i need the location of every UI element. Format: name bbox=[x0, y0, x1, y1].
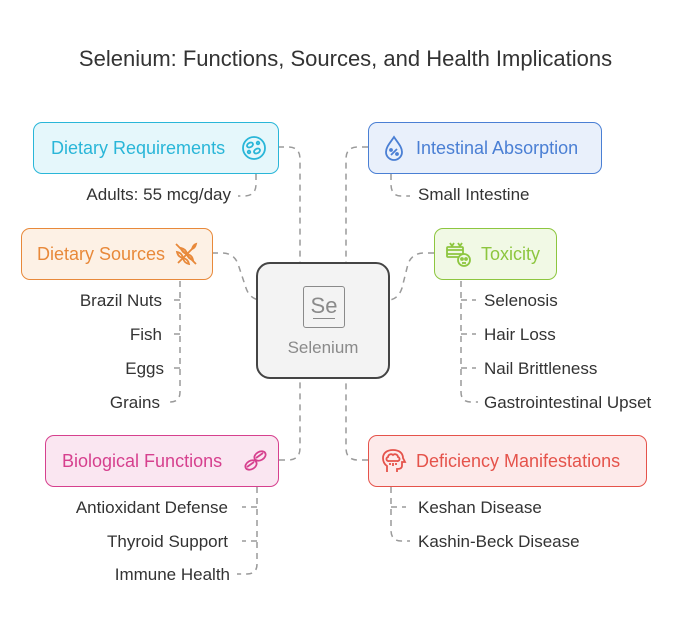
node-label: Deficiency Manifestations bbox=[416, 450, 621, 471]
leaf-nail-brittleness: Nail Brittleness bbox=[484, 359, 598, 378]
leaf-thyroid-support: Thyroid Support bbox=[107, 532, 228, 551]
dietary-sources-node: Dietary Sources bbox=[21, 228, 213, 280]
percent-drop-icon bbox=[385, 135, 403, 161]
dietary-requirements-node: Dietary Requirements bbox=[33, 122, 279, 174]
head-rain-icon bbox=[382, 449, 407, 472]
no-wheat-icon bbox=[175, 242, 198, 266]
leaf-kashin-beck-disease: Kashin-Beck Disease bbox=[418, 532, 580, 551]
pills-icon bbox=[244, 450, 267, 471]
leaf-grains: Grains bbox=[109, 393, 160, 412]
leaf-eggs: Eggs bbox=[125, 359, 164, 378]
node-label: Dietary Requirements bbox=[51, 137, 226, 158]
leaf-small-intestine: Small Intestine bbox=[418, 185, 530, 204]
node-label: Toxicity bbox=[481, 243, 541, 264]
biological-functions-node: Biological Functions bbox=[45, 435, 279, 487]
leaf-fish: Fish bbox=[129, 325, 162, 344]
toxicity-node: Toxicity bbox=[434, 228, 557, 280]
leaf-antioxidant-defense: Antioxidant Defense bbox=[75, 498, 228, 517]
node-label: Intestinal Absorption bbox=[416, 137, 579, 158]
diagram-title: Selenium: Functions, Sources, and Health… bbox=[78, 46, 613, 71]
central-topic-label: Selenium bbox=[287, 338, 359, 357]
leaf-brazil-nuts: Brazil Nuts bbox=[79, 291, 162, 310]
leaf-immune-health: Immune Health bbox=[114, 565, 230, 584]
toxic-icon bbox=[446, 242, 471, 267]
central-topic-selenium: Se Selenium bbox=[256, 262, 390, 379]
leaf-selenosis: Selenosis bbox=[484, 291, 558, 310]
element-symbol: Se bbox=[303, 286, 345, 328]
leaf-gastrointestinal-upset: Gastrointestinal Upset bbox=[484, 393, 652, 412]
leaf-adults-requirement: Adults: 55 mcg/day bbox=[86, 185, 231, 204]
bacteria-icon bbox=[242, 136, 266, 160]
intestinal-absorption-node: Intestinal Absorption bbox=[368, 122, 602, 174]
deficiency-manifestations-node: Deficiency Manifestations bbox=[368, 435, 647, 487]
node-label: Dietary Sources bbox=[37, 243, 166, 264]
node-label: Biological Functions bbox=[62, 450, 223, 471]
leaf-keshan-disease: Keshan Disease bbox=[418, 498, 542, 517]
leaf-hair-loss: Hair Loss bbox=[484, 325, 556, 344]
